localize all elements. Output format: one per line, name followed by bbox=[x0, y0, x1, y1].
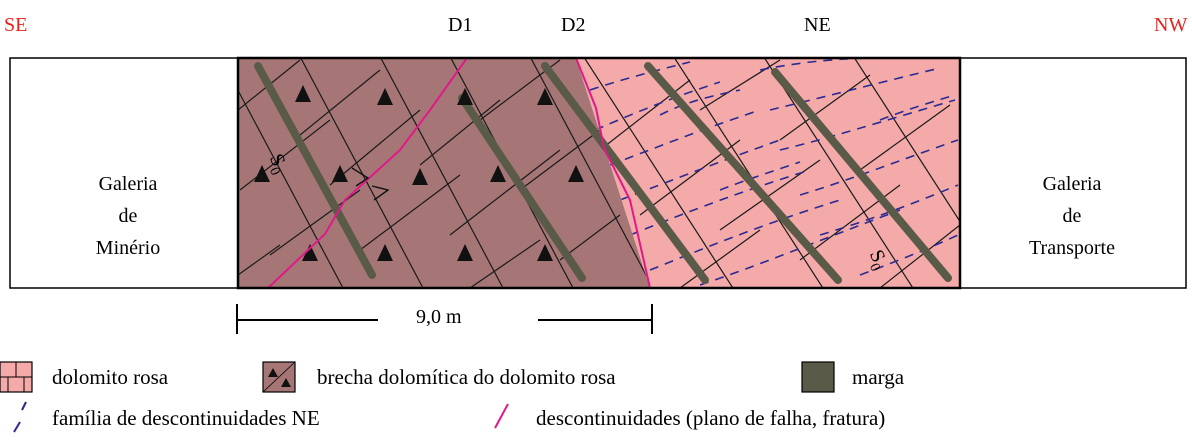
brecha-triangle bbox=[568, 165, 584, 182]
legend-marga-icon bbox=[801, 361, 835, 393]
brecha-triangle bbox=[457, 244, 473, 261]
brecha-triangle bbox=[302, 244, 318, 261]
marker-d1-label: D1 bbox=[448, 14, 473, 36]
brecha-triangle bbox=[412, 168, 428, 185]
legend-fault-text: descontinuidades (plano de falha, fratur… bbox=[536, 406, 886, 430]
legend-ne-family-icon bbox=[13, 421, 21, 433]
shear-arrow-icon bbox=[371, 185, 390, 201]
brecha-triangle bbox=[537, 88, 553, 105]
scale-bar bbox=[236, 304, 653, 334]
shear-arrow-icon bbox=[351, 167, 370, 187]
legend-brecha-text: brecha dolomítica do dolomito rosa bbox=[317, 365, 616, 389]
fault-lines bbox=[267, 57, 651, 289]
scale-label: 9,0 m bbox=[416, 306, 462, 328]
ne-discontinuity-dashes bbox=[589, 58, 959, 286]
marga-bed-4 bbox=[644, 62, 842, 284]
legend-brecha-icon bbox=[262, 361, 296, 393]
fault-d1 bbox=[267, 57, 468, 289]
brecha-triangle bbox=[332, 165, 348, 182]
marker-d2-label: D2 bbox=[561, 14, 586, 36]
fault-d2 bbox=[575, 57, 651, 289]
orientation-nw-label: NW bbox=[1154, 14, 1188, 36]
legend-marga-text: marga bbox=[852, 365, 905, 389]
brecha-triangle bbox=[490, 165, 506, 182]
shear-sense-arrows bbox=[351, 167, 390, 201]
brecha-triangle bbox=[457, 88, 473, 105]
brecha-triangles bbox=[254, 85, 584, 261]
brecha-triangle bbox=[377, 244, 393, 261]
galeria-transporte-label: Galeria de Transporte bbox=[1029, 173, 1115, 259]
legend-dolomito-rosa-icon bbox=[0, 361, 33, 393]
orientation-ne-label: NE bbox=[804, 14, 831, 36]
legend-fault-icon bbox=[494, 403, 509, 429]
marga-beds bbox=[254, 62, 952, 284]
galeria-minerio-label: Galeria de Minério bbox=[95, 173, 161, 259]
legend-swatches bbox=[0, 361, 835, 433]
orientation-se-label: SE bbox=[4, 14, 28, 36]
legend-ne-family-text: família de descontinuidades NE bbox=[52, 406, 320, 430]
brecha-triangle bbox=[377, 88, 393, 105]
marga-bed-3 bbox=[541, 62, 709, 284]
marga-bed-1 bbox=[254, 62, 376, 279]
core-border bbox=[236, 56, 962, 290]
brecha-triangle bbox=[537, 244, 553, 261]
brecha-triangle bbox=[254, 165, 270, 182]
brecha-triangle bbox=[295, 85, 311, 102]
marga-bed-5 bbox=[771, 68, 952, 282]
legend-dolomito-rosa-text: dolomito rosa bbox=[52, 365, 169, 389]
marga-bed-2 bbox=[458, 94, 586, 282]
